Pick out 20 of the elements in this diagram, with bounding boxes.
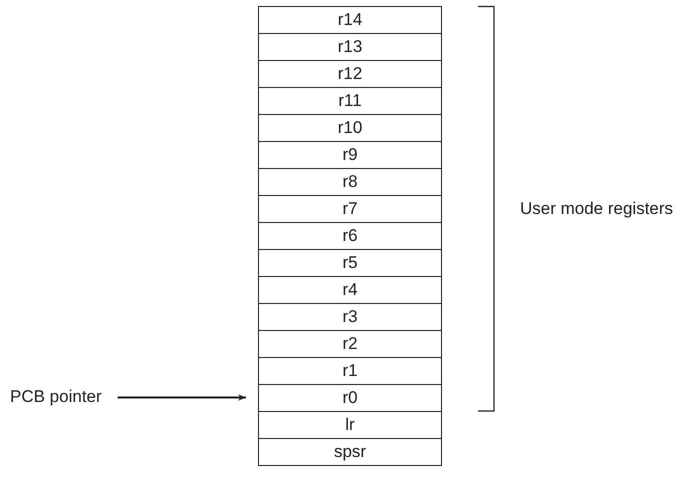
register-cell: r12 — [258, 60, 442, 88]
register-cell: r6 — [258, 222, 442, 250]
register-cell: lr — [258, 411, 442, 439]
register-cell: r1 — [258, 357, 442, 385]
register-cell: r4 — [258, 276, 442, 304]
register-cell: r10 — [258, 114, 442, 142]
group-label: User mode registers — [520, 198, 674, 219]
register-cell: r0 — [258, 384, 442, 412]
register-cell: r13 — [258, 33, 442, 61]
register-cell: r9 — [258, 141, 442, 169]
register-cell: r11 — [258, 87, 442, 115]
register-cell: r5 — [258, 249, 442, 277]
register-cell: spsr — [258, 438, 442, 466]
pointer-label: PCB pointer — [10, 387, 102, 407]
register-cell: r3 — [258, 303, 442, 331]
register-cell: r2 — [258, 330, 442, 358]
register-cell: r14 — [258, 6, 442, 34]
register-cell: r7 — [258, 195, 442, 223]
register-cell: r8 — [258, 168, 442, 196]
arrow — [118, 394, 246, 401]
